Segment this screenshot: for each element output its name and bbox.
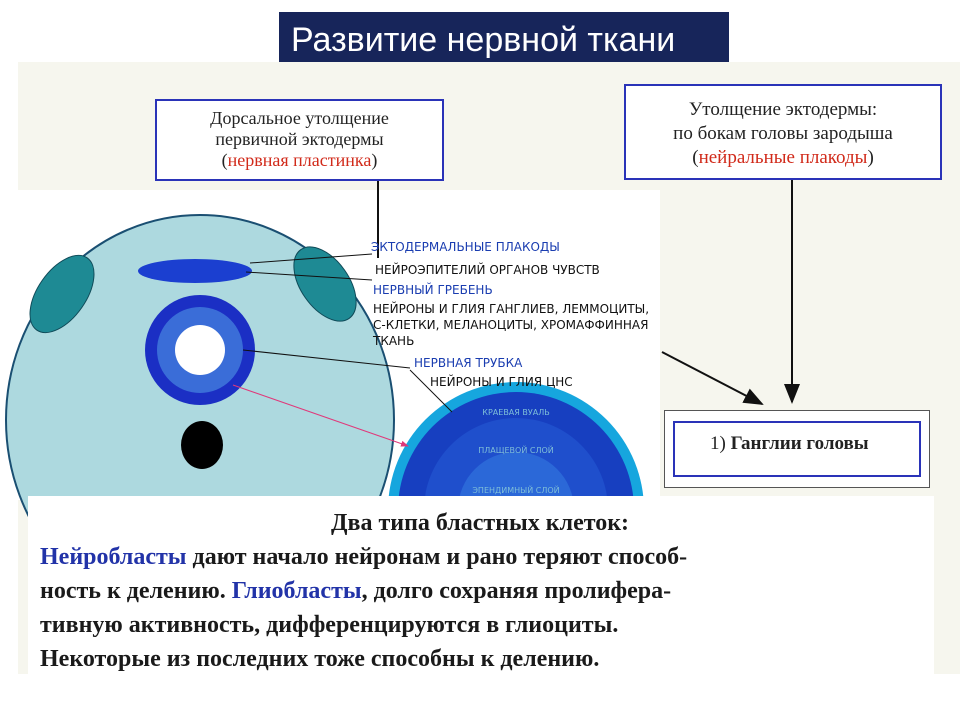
leader-tube: [242, 349, 411, 369]
label-tube-heading: НЕРВНАЯ ТРУБКА: [414, 356, 523, 370]
label-tube-body: НЕЙРОНЫ И ГЛИЯ ЦНС: [430, 375, 573, 389]
leader-placodes: [249, 253, 373, 264]
neural-crest: [138, 259, 252, 283]
dorsal-line1: Дорсальное утолщение: [210, 108, 389, 128]
blast-cells-line1: Нейробласты дают начало нейронам и рано …: [40, 540, 920, 574]
blast-text2b: , долго сохраняя пролифера-: [361, 578, 672, 604]
blast-text2a: ность к делению.: [40, 578, 232, 604]
ectoderm-open: (: [692, 147, 699, 168]
blast-cells-textbox: Два типа бластных клеток: Нейробласты да…: [28, 496, 934, 698]
dorsal-close: ): [371, 150, 378, 170]
blast-cells-line4: Некоторые из последних тоже способны к д…: [40, 646, 600, 672]
arrow-crest-to-ganglia: [661, 351, 764, 405]
neural-placodes-term: нейральные плакоды: [698, 147, 868, 168]
layer-ependymal: ЭПЕНДИМНЫЙ СЛОЙ: [472, 486, 560, 495]
head-ganglia-box: 1) Ганглии головы: [664, 410, 930, 488]
glioblasts-term: Глиобласты: [231, 578, 362, 604]
blast-text1: дают начало нейронам и рано теряют спосо…: [186, 544, 688, 570]
notochord: [181, 421, 223, 469]
placode-left: [29, 254, 95, 334]
head-ganglia-num: 1): [710, 433, 731, 454]
ectoderm-thickening-box: Утолщение эктодермы: по бокам головы зар…: [624, 84, 942, 180]
label-placodes-body: НЕЙРОЭПИТЕЛИЙ ОРГАНОВ ЧУВСТВ: [375, 263, 600, 277]
label-placodes-heading: ЭКТОДЕРМАЛЬНЫЕ ПЛАКОДЫ: [371, 240, 560, 254]
neuroblasts-term: Нейробласты: [40, 544, 187, 570]
layer-marginal: КРАЕВАЯ ВУАЛЬ: [482, 408, 550, 417]
leader-tube-2: [409, 369, 453, 413]
dorsal-thickening-box: Дорсальное утолщение первичной эктодермы…: [155, 99, 444, 181]
label-crest-body1: НЕЙРОНЫ И ГЛИЯ ГАНГЛИЕВ, ЛЕММОЦИТЫ,: [373, 302, 650, 316]
pink-arrow: [232, 384, 409, 447]
ectoderm-close: ): [867, 147, 874, 168]
layer-mantle: ПЛАЩЕВОЙ СЛОЙ: [478, 446, 554, 455]
label-crest-body2: С-КЛЕТКИ, МЕЛАНОЦИТЫ, ХРОМАФФИННАЯ: [373, 318, 649, 332]
ectoderm-line2: по бокам головы зародыша: [673, 123, 893, 144]
dorsal-line2: первичной эктодермы: [215, 129, 384, 149]
leader-crest: [245, 271, 373, 281]
page-title: Развитие нервной ткани: [279, 12, 729, 66]
label-crest-heading: НЕРВНЫЙ ГРЕБЕНЬ: [373, 283, 493, 297]
blast-cells-line2: ность к делению. Глиобласты, долго сохра…: [40, 574, 920, 608]
placode-right: [293, 246, 357, 322]
blast-cells-line3: тивную активность, дифференцируются в гл…: [40, 612, 619, 638]
neural-tube-lumen: [175, 325, 225, 375]
label-crest-body3: ТКАНЬ: [373, 334, 415, 348]
head-ganglia-label: Ганглии головы: [730, 433, 869, 454]
ectoderm-line1: Утолщение эктодермы:: [688, 99, 878, 120]
dorsal-open: (: [221, 150, 228, 170]
blast-cells-heading: Два типа бластных клеток:: [330, 510, 630, 536]
head-ganglia-inner: 1) Ганглии головы: [673, 421, 921, 477]
neural-plate-term: нервная пластинка: [227, 150, 372, 170]
